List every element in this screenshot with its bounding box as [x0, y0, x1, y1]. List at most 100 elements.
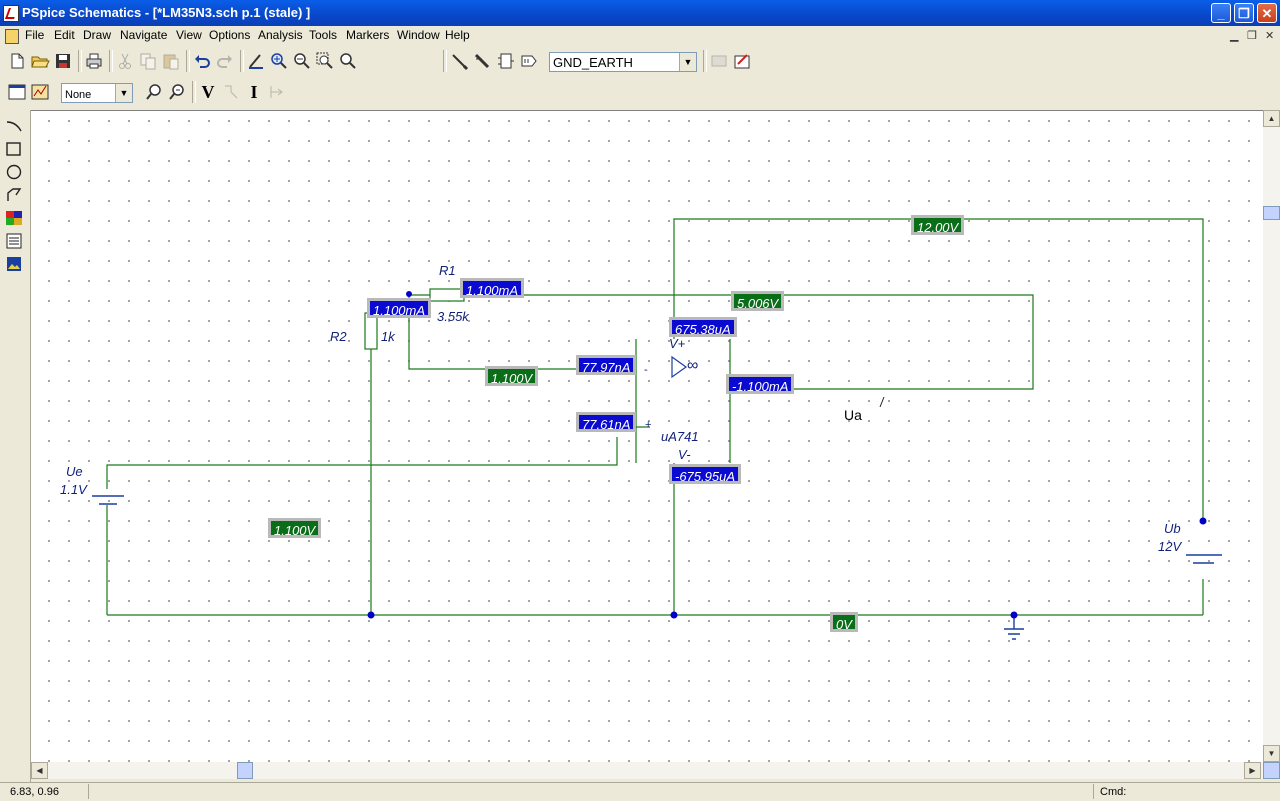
- status-bar: 6.83, 0.96 Cmd:: [0, 782, 1280, 801]
- ua-tick: [879, 396, 885, 408]
- menu-analysis[interactable]: Analysis: [258, 28, 303, 42]
- minimize-button[interactable]: _: [1211, 3, 1231, 23]
- scroll-right-icon[interactable]: ▶: [1244, 762, 1261, 779]
- mdi-close-icon[interactable]: ✕: [1265, 30, 1275, 42]
- draw-palette: [0, 110, 31, 782]
- current-marker-vminus[interactable]: -675.95uA: [669, 464, 741, 484]
- main-toolbar: GND_EARTH ▼: [0, 47, 1280, 75]
- edit-attributes-icon[interactable]: [732, 51, 752, 71]
- arc-tool-icon[interactable]: [4, 116, 24, 136]
- horizontal-scroll-thumb[interactable]: [237, 762, 253, 779]
- junction-dot: [670, 611, 678, 619]
- r1-value-label[interactable]: 3.55k: [437, 309, 469, 324]
- copy-icon[interactable]: [138, 51, 158, 71]
- voltage-marker-inverting[interactable]: 1.100V: [485, 366, 539, 386]
- schematic-window-icon[interactable]: [7, 82, 27, 102]
- separator: [109, 50, 113, 72]
- find-icon[interactable]: [144, 82, 164, 102]
- scroll-down-icon[interactable]: ▼: [1263, 745, 1280, 762]
- wire-vplus-rail: [673, 218, 1204, 521]
- ue-value-label[interactable]: 1.1V: [60, 482, 87, 497]
- voltage-marker-ground[interactable]: 0V: [830, 612, 858, 632]
- zoom-area-icon[interactable]: [315, 51, 335, 71]
- print-icon[interactable]: [84, 51, 104, 71]
- horizontal-scrollbar[interactable]: ◀ ▶: [31, 762, 1263, 779]
- menu-navigate[interactable]: Navigate: [120, 28, 168, 42]
- new-file-icon[interactable]: [7, 51, 27, 71]
- enable-current-display-button[interactable]: I: [250, 82, 258, 102]
- menu-options[interactable]: Options: [209, 28, 251, 42]
- current-marker-r1[interactable]: 1.100mA: [460, 278, 525, 298]
- voltage-marker-ue[interactable]: 1.100V: [268, 518, 322, 538]
- scroll-left-icon[interactable]: ◀: [31, 762, 48, 779]
- menu-tools[interactable]: Tools: [309, 28, 338, 42]
- voltage-marker-output[interactable]: 5.006V: [731, 291, 785, 311]
- schematic-canvas[interactable]: R1 3.55k R2 1k Ue 1.1V Ub 12V uA741 V+ V…: [31, 110, 1263, 763]
- mdi-restore-icon[interactable]: ❐: [1247, 30, 1257, 42]
- current-marker-noninverting-input[interactable]: 77.61nA: [576, 412, 637, 432]
- box-tool-icon[interactable]: [4, 139, 24, 159]
- cut-icon[interactable]: [115, 51, 135, 71]
- menu-edit[interactable]: Edit: [54, 28, 75, 42]
- menu-draw[interactable]: Draw: [83, 28, 112, 42]
- menu-file[interactable]: File: [25, 28, 45, 42]
- current-marker-icon[interactable]: [267, 82, 287, 102]
- zoom-out-icon[interactable]: [292, 51, 312, 71]
- redo-icon[interactable]: [215, 51, 235, 71]
- r1-name-label[interactable]: R1: [439, 263, 456, 278]
- part-name-combo[interactable]: GND_EARTH ▼: [549, 52, 697, 72]
- vertical-scroll-thumb[interactable]: [1263, 206, 1280, 220]
- scroll-up-icon[interactable]: ▲: [1263, 110, 1280, 127]
- circle-tool-icon[interactable]: [4, 162, 24, 182]
- restore-button[interactable]: ❐: [1234, 3, 1254, 23]
- voltage-marker-icon[interactable]: [221, 82, 241, 102]
- save-icon[interactable]: [53, 51, 73, 71]
- enable-voltage-display-button[interactable]: V: [201, 82, 215, 102]
- insert-picture-icon[interactable]: [4, 254, 24, 274]
- menu-help[interactable]: Help: [445, 28, 470, 42]
- app-icon[interactable]: [3, 5, 19, 22]
- redraw-icon[interactable]: [246, 51, 266, 71]
- opamp-triangle: [671, 355, 688, 379]
- ub-name-label[interactable]: Ub: [1164, 521, 1181, 536]
- probe-window-icon[interactable]: [30, 82, 50, 102]
- zoom-in-icon[interactable]: [269, 51, 289, 71]
- schematic-drawing: [92, 218, 1222, 640]
- get-part-icon[interactable]: [519, 51, 539, 71]
- menu-markers[interactable]: Markers: [346, 28, 390, 42]
- vertical-scrollbar[interactable]: ▲ ▼: [1263, 110, 1280, 762]
- net-select-combo[interactable]: None ▼: [61, 83, 133, 103]
- edit-symbol-icon[interactable]: [709, 51, 729, 71]
- ue-name-label[interactable]: Ue: [66, 464, 83, 479]
- mdi-minimize-icon[interactable]: ▁: [1230, 30, 1239, 42]
- voltage-marker-vplus[interactable]: 12.00V: [911, 215, 965, 235]
- menu-window[interactable]: Window: [397, 28, 440, 42]
- doc-icon[interactable]: [5, 29, 19, 44]
- current-marker-vplus[interactable]: 675.38uA: [669, 317, 737, 337]
- draw-bus-icon[interactable]: [473, 51, 493, 71]
- text-box-tool-icon[interactable]: [4, 231, 24, 251]
- r2-name-label[interactable]: R2: [330, 329, 347, 344]
- current-marker-inverting-input[interactable]: 77.97nA: [576, 355, 637, 375]
- polyline-tool-icon[interactable]: [4, 185, 24, 205]
- r2-value-label[interactable]: 1k: [381, 329, 395, 344]
- current-marker-output[interactable]: -1.100mA: [726, 374, 795, 394]
- menu-view[interactable]: View: [176, 28, 202, 42]
- close-button[interactable]: ✕: [1257, 3, 1277, 23]
- paste-icon[interactable]: [161, 51, 181, 71]
- open-folder-icon[interactable]: [30, 51, 50, 71]
- zoom-fit-icon[interactable]: [338, 51, 358, 71]
- ua-label[interactable]: Ua: [844, 407, 862, 423]
- junction-dot: [1199, 517, 1207, 525]
- text-tool-icon[interactable]: [4, 208, 24, 228]
- current-marker-r2[interactable]: 1.100mA: [367, 298, 432, 318]
- draw-wire-icon[interactable]: [450, 51, 470, 71]
- ub-value-label[interactable]: 12V: [1158, 539, 1182, 554]
- find-next-icon[interactable]: [167, 82, 187, 102]
- undo-icon[interactable]: [192, 51, 212, 71]
- opamp-name-label[interactable]: uA741: [661, 429, 699, 444]
- draw-block-icon[interactable]: [496, 51, 516, 71]
- status-divider: [1093, 784, 1094, 799]
- chevron-down-icon[interactable]: ▼: [679, 53, 696, 71]
- chevron-down-icon[interactable]: ▼: [115, 84, 132, 102]
